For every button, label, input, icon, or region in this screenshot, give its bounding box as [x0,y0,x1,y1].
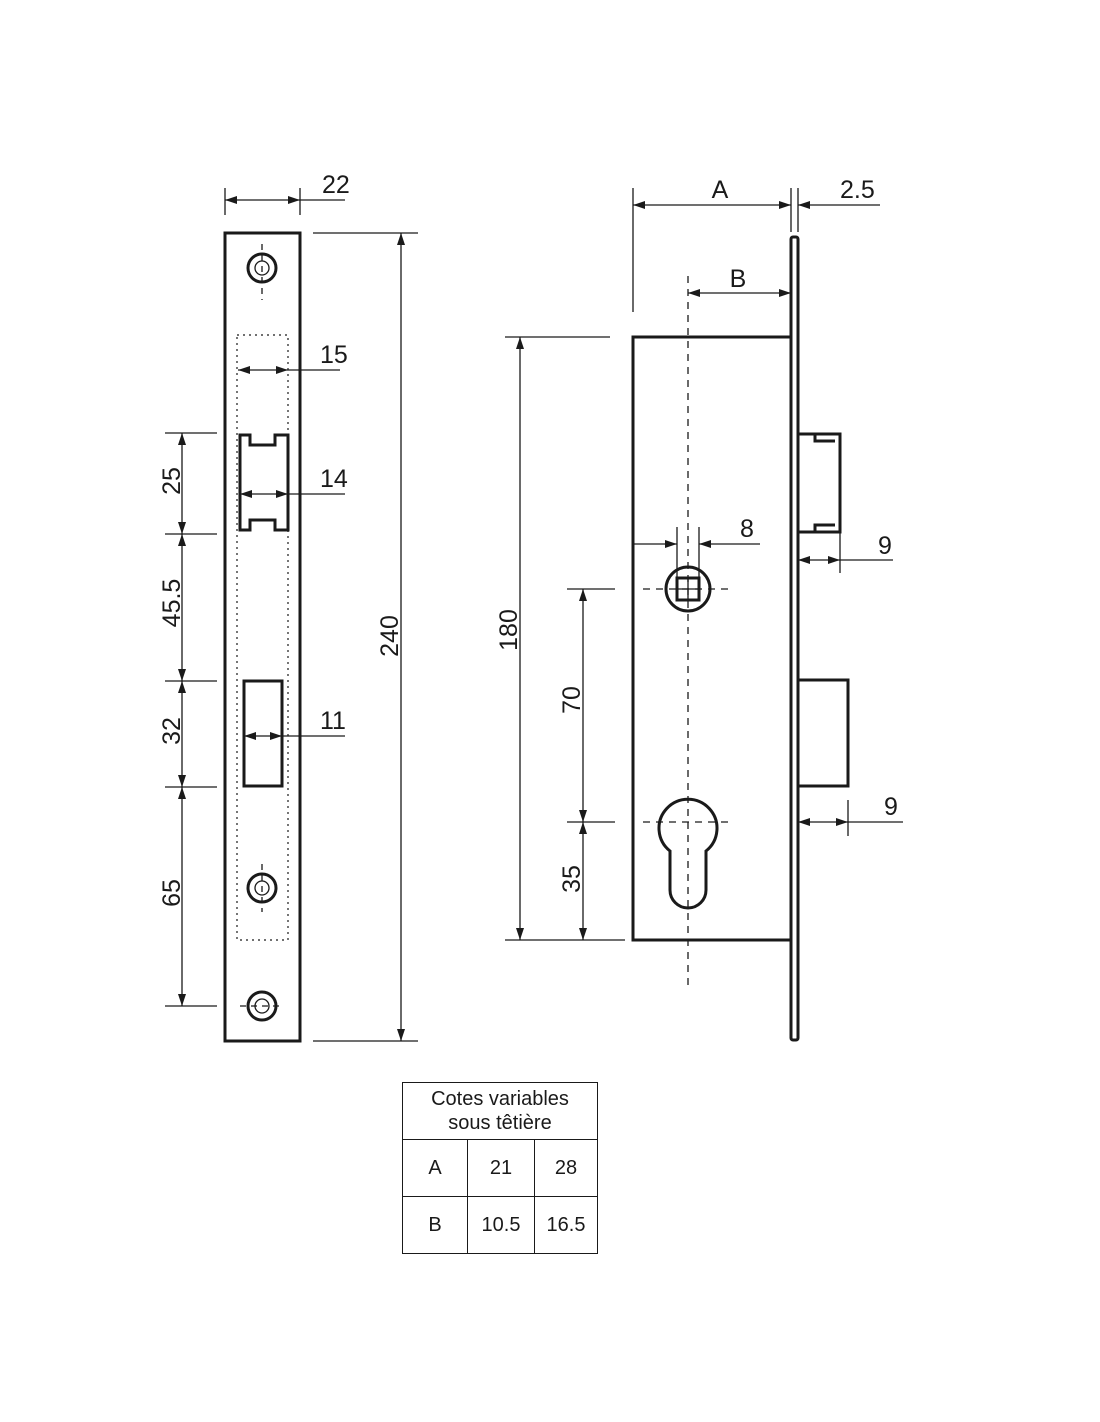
dim-cutout-label: 15 [320,341,348,369]
dim-b-label: B [730,265,747,293]
cylinder-keyhole [657,797,719,910]
latch-opening [238,433,290,532]
dim-65-label: 65 [158,879,186,907]
faceplate-side [789,235,800,1042]
table-header-line1: Cotes variables [431,1088,569,1110]
dim-total-height-label: 240 [376,615,404,657]
dim-a-label: A [712,176,729,204]
dim-latch-projection-label: 9 [878,532,892,560]
dim-45-5-label: 45.5 [158,579,186,628]
row-b-value-2: 16.5 [534,1196,598,1254]
faceplate-outline [223,231,302,1043]
latch-side [798,432,842,534]
row-b-value-1: 10.5 [467,1196,535,1254]
table-row: B 10.5 16.5 [402,1196,598,1254]
row-label-a: A [402,1139,468,1197]
dim-35-label: 35 [558,865,586,893]
lock-case [631,335,793,942]
dim-spindle-label: 8 [740,515,754,543]
row-a-value-2: 28 [534,1139,598,1197]
table-row: A 21 28 [402,1139,598,1197]
dim-body-height-label: 180 [495,609,523,651]
screw-middle [246,864,278,912]
side-view-lock-body: A 2.5 B 180 70 35 8 9 9 [495,176,903,1042]
row-a-value-1: 21 [467,1139,535,1197]
dim-faceplate-thickness-label: 2.5 [840,176,875,204]
dim-bolt-projection-label: 9 [884,793,898,821]
dim-width-label: 22 [322,171,350,199]
table-header: Cotes variables sous têtière [402,1082,598,1140]
row-label-b: B [402,1196,468,1254]
dim-25-label: 25 [158,467,186,495]
dim-bolt-label: 11 [320,707,346,735]
dim-32-label: 32 [158,717,186,745]
screw-top [246,244,278,300]
table-header-line2: sous têtière [448,1112,552,1134]
dim-latch-label: 14 [320,465,348,493]
dotted-recess [236,334,289,941]
front-view-faceplate: 22 15 14 11 240 25 45.5 32 65 [158,171,418,1043]
screw-bottom [240,990,284,1022]
bolt-opening [242,679,284,788]
bolt-side [796,678,850,788]
variable-dimensions-table: Cotes variables sous têtière A 21 28 B 1… [402,1082,598,1254]
dim-70-label: 70 [558,686,586,714]
